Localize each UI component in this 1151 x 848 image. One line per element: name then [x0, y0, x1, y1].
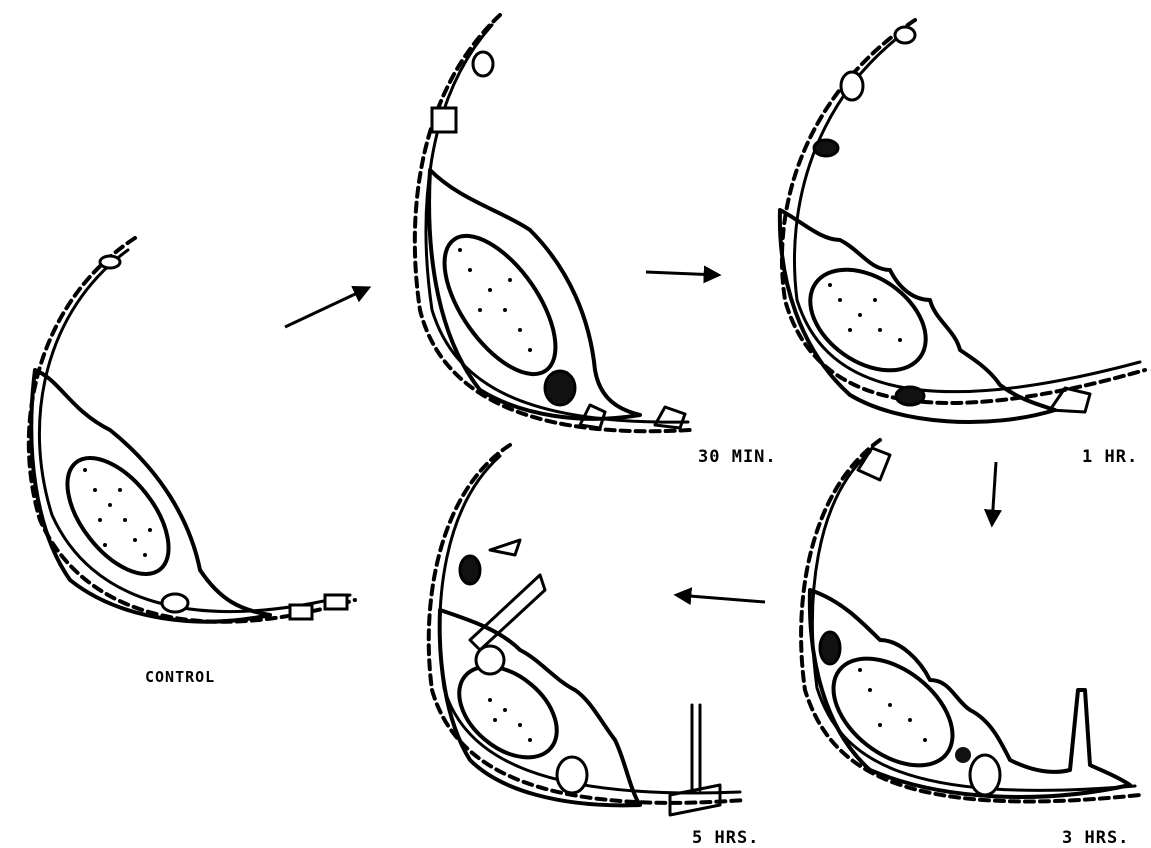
stage-label-30-min: 30 MIN. — [698, 447, 777, 467]
arrow-control-to-30-min — [285, 288, 368, 327]
panel-1-hr: 1 HR. — [780, 20, 1145, 467]
panel-control: CONTROL — [29, 238, 355, 686]
panel-30-min: 30 MIN. — [415, 15, 777, 467]
stage-label-1-hr: 1 HR. — [1082, 447, 1138, 467]
stage-label-5-hrs: 5 HRS. — [692, 828, 759, 848]
panel-5-hrs: 5 HRS. — [429, 445, 760, 848]
stage-label-3-hrs: 3 HRS. — [1062, 828, 1129, 848]
arrow-30-min-to-1-hr — [646, 272, 718, 275]
panel-3-hrs: 3 HRS. — [801, 440, 1140, 848]
stage-label-control: CONTROL — [145, 668, 215, 686]
arrow-1-hr-to-3-hrs — [992, 462, 996, 524]
arrow-3-hrs-to-5-hrs — [677, 595, 765, 602]
